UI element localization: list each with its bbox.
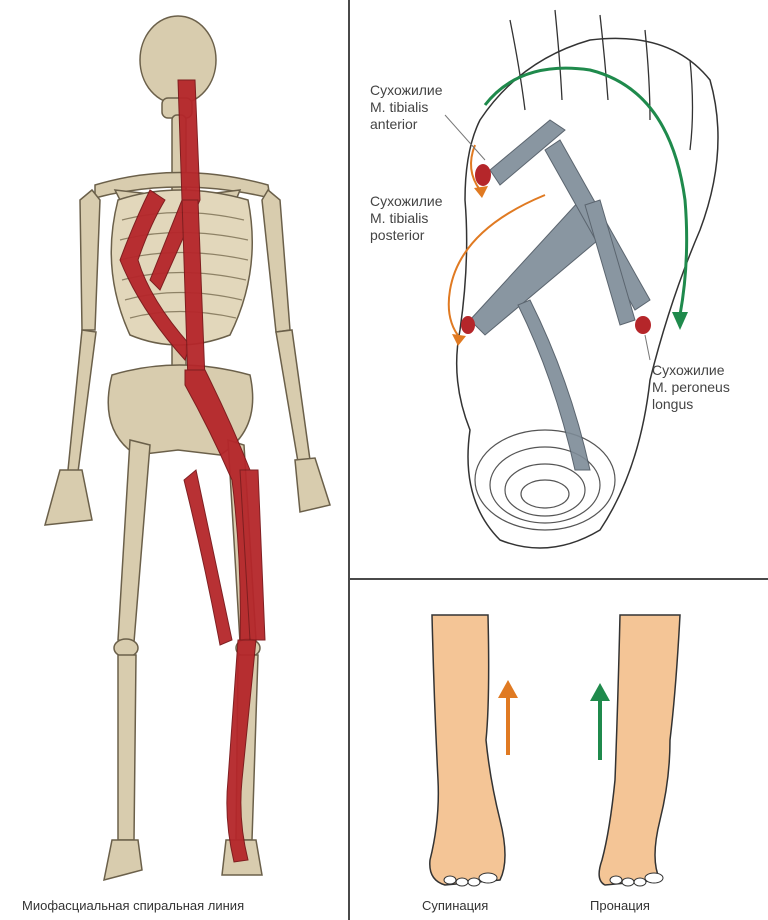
supination-toes — [443, 872, 498, 887]
orange-up-arrowhead — [498, 680, 518, 698]
left-foot — [103, 839, 143, 882]
tendon-bands — [469, 119, 651, 471]
orange-arrow-upper — [470, 144, 481, 191]
leader-lines — [444, 114, 651, 361]
pronation-leg — [598, 614, 681, 886]
spiral-line-muscles — [119, 79, 266, 863]
supination-pronation-panel: Супинация Пронация — [350, 580, 768, 920]
tibialis-posterior-label: Сухожилие M. tibialis posterior — [370, 193, 443, 243]
horizontal-divider — [350, 578, 768, 580]
left-humerus — [79, 188, 101, 331]
pronation-label: Пронация — [590, 898, 650, 913]
left-hand — [43, 469, 93, 526]
foot-tendon-illustration — [444, 9, 719, 549]
green-arc-arrow — [483, 66, 689, 316]
skeleton-illustration — [43, 15, 331, 882]
heel-rings — [474, 429, 616, 531]
green-up-arrowhead — [590, 683, 610, 701]
toe-lines — [509, 9, 694, 151]
foot-tendon-panel: Сухожилие M. tibialis anterior Сухожилие… — [350, 0, 768, 578]
supination-leg — [429, 614, 506, 886]
supination-label: Супинация — [422, 898, 489, 913]
left-tibia — [117, 654, 137, 841]
vertical-divider — [348, 0, 350, 920]
right-forearm — [275, 329, 311, 463]
skeleton-panel: Миофасциальная спиральная линия — [0, 0, 348, 920]
orange-arrow-lower — [447, 194, 546, 339]
left-femur — [117, 439, 151, 643]
peroneus-longus-label: Сухожилие M. peroneus longus — [652, 362, 730, 412]
legs-illustration — [429, 614, 681, 887]
tendon-tips — [461, 164, 651, 334]
skeleton-caption: Миофасциальная спиральная линия — [22, 898, 245, 913]
tibialis-anterior-label: Сухожилие M. tibialis anterior — [370, 82, 443, 132]
left-forearm — [67, 329, 97, 473]
right-humerus — [261, 188, 291, 333]
pronation-toes — [609, 872, 664, 887]
right-hand — [294, 457, 331, 513]
green-arrowhead — [672, 312, 688, 330]
